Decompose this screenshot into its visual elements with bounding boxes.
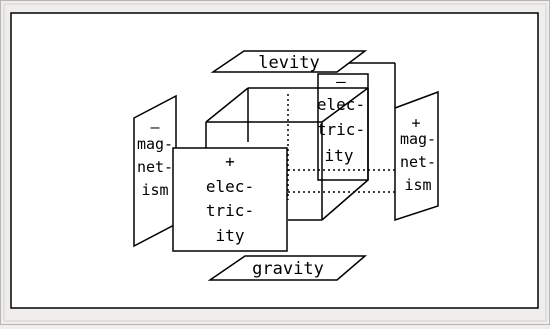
gravity-label: gravity: [252, 259, 324, 279]
back-face-line: elec-: [317, 95, 365, 114]
front-face-line: ity: [216, 226, 245, 245]
cube-edge: [321, 179, 369, 221]
levity-label: levity: [258, 53, 319, 73]
cube-edge: [205, 87, 249, 123]
left-plane-line: ism: [141, 181, 168, 199]
gravity-plane: [207, 255, 368, 281]
left-plane-line: –: [150, 118, 160, 136]
left-plane-line: mag-: [137, 135, 173, 153]
outer-bevel: [3, 3, 547, 322]
levity-plane: [210, 50, 368, 73]
back-face-line: ity: [325, 146, 354, 165]
right-plane-line: net-: [400, 153, 436, 171]
back-face-line: tric-: [317, 120, 365, 139]
right-magnetism-plane: [394, 90, 439, 222]
right-plane-line: mag-: [400, 130, 436, 148]
right-plane-line: +: [411, 114, 420, 132]
cube-edge: [321, 87, 369, 123]
front-face-line: elec-: [206, 177, 254, 196]
front-electricity-face: [172, 147, 288, 252]
right-plane-line: ism: [404, 176, 431, 194]
back-face-line: –: [336, 72, 346, 91]
left-plane-line: net-: [137, 158, 173, 176]
front-face-line: +: [225, 152, 235, 171]
front-face-line: tric-: [206, 201, 254, 220]
